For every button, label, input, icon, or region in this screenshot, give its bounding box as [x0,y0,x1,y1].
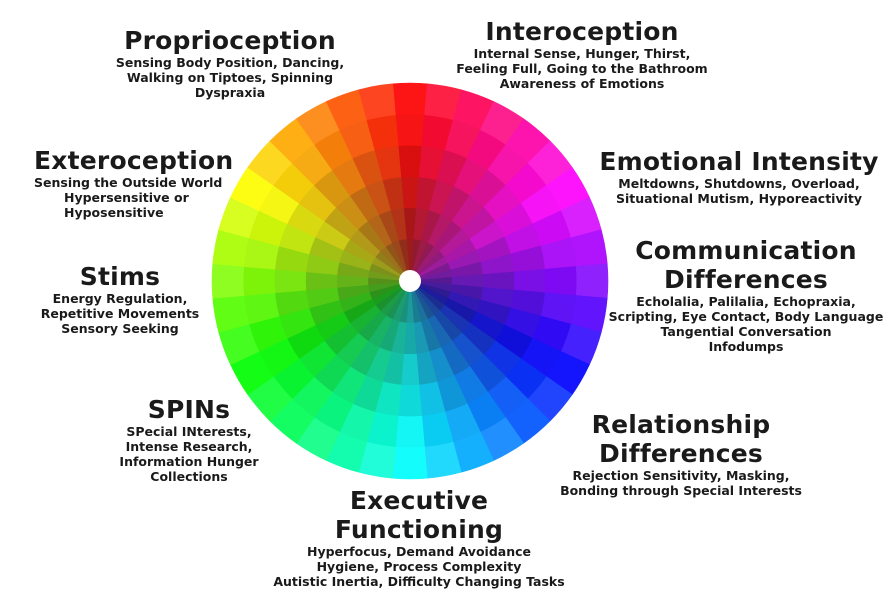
category-detail: Information Hunger [119,454,259,469]
category-communication-differences: Communication Differences Echolalia, Pal… [608,236,884,354]
wheel-segment [274,268,307,294]
category-detail: Walking on Tiptoes, Spinning [126,70,334,85]
category-title: Emotional Intensity [599,147,879,176]
category-title: Differences [664,265,828,294]
category-title: Relationship [591,410,771,439]
category-detail: Internal Sense, Hunger, Thirst, [473,46,691,61]
wheel-segment [397,145,423,178]
category-detail: Dyspraxia [194,85,266,100]
wheel-segment [513,268,546,294]
wheel-segment [358,83,396,121]
category-detail: Bonding through Special Interests [560,483,802,498]
wheel-segment [305,271,338,291]
wheel-segment [400,176,420,209]
category-proprioception: Proprioception Sensing Body Position, Da… [100,26,360,100]
category-relationship-differences: Relationship Differences Rejection Sensi… [550,410,812,498]
category-title: SPINs [147,395,231,424]
category-title: Stims [79,262,161,291]
category-detail: Awareness of Emotions [499,76,665,91]
wheel-segment [544,266,578,296]
wheel-segment [392,82,428,116]
category-detail: Autistic Inertia, Difficulty Changing Ta… [273,574,565,589]
category-title: Exteroception [34,146,234,175]
wheel-segments [211,82,609,480]
wheel-segment [575,263,609,299]
category-title: Executive [349,486,489,515]
category-spins: SPINs SPecial INterests, Intense Researc… [104,395,274,484]
category-detail: Collections [150,469,228,484]
category-detail: Infodumps [708,339,784,354]
wheel-center-dot [399,270,421,292]
category-detail: Repetitive Movements [40,306,200,321]
category-detail: Energy Regulation, [52,291,188,306]
category-detail: Feeling Full, Going to the Bathroom [456,61,708,76]
category-detail: Tangential Conversation [660,324,832,339]
category-detail: Hyposensitive [64,205,164,220]
category-detail: Situational Mutism, Hyporeactivity [615,191,863,206]
category-stims: Stims Energy Regulation, Repetitive Move… [30,262,210,336]
category-detail: Sensing the Outside World [34,175,223,190]
category-detail: Sensory Seeking [61,321,179,336]
category-title: Interoception [485,17,679,46]
wheel-segment [392,446,428,480]
wheel-segment [242,266,276,296]
category-detail: SPecial INterests, [126,424,252,439]
category-title: Communication [635,236,857,265]
category-exteroception: Exteroception Sensing the Outside World … [8,146,258,220]
category-executive-functioning: Executive Functioning Hyperfocus, Demand… [264,486,574,589]
category-detail: Hygiene, Process Complexity [316,559,522,574]
category-detail: Intense Research, [125,439,253,454]
category-detail: Sensing Body Position, Dancing, [115,55,345,70]
category-title: Proprioception [124,26,336,55]
category-interoception: Interoception Internal Sense, Hunger, Th… [452,17,712,91]
category-detail: Hyperfocus, Demand Avoidance [306,544,531,559]
wheel-segment [400,353,420,386]
category-detail: Echolalia, Palilalia, Echopraxia, [636,294,856,309]
category-detail: Meltdowns, Shutdowns, Overload, [618,176,860,191]
category-detail: Scripting, Eye Contact, Body Language [608,309,884,324]
wheel-segment [395,113,425,147]
wheel-segment [211,263,245,299]
category-title: Differences [599,439,763,468]
category-detail: Rejection Sensitivity, Masking, [572,468,790,483]
wheel-segment [482,271,515,291]
category-title: Functioning [334,515,504,544]
category-emotional-intensity: Emotional Intensity Meltdowns, Shutdowns… [594,147,884,206]
wheel-segment [397,384,423,417]
wheel-segment [395,415,425,449]
category-detail: Hypersensitive or [64,190,189,205]
